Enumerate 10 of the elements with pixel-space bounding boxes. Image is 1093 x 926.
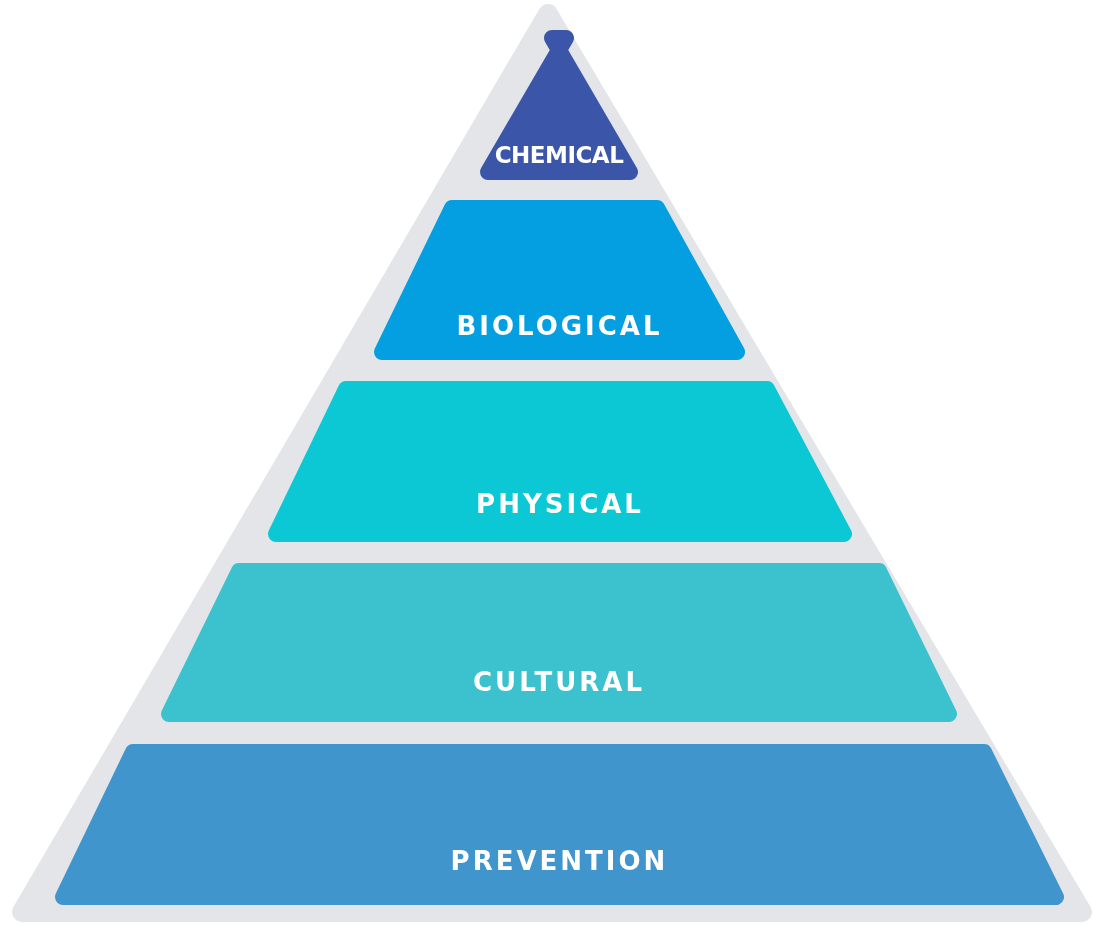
tier-label: BIOLOGICAL	[456, 310, 663, 343]
pyramid-tier	[480, 30, 638, 180]
pyramid-tier	[374, 200, 745, 360]
tier-label: CHEMICAL	[494, 140, 624, 170]
pyramid-tier	[268, 381, 852, 542]
pyramid-tier	[55, 744, 1064, 905]
tier-label: PHYSICAL	[476, 488, 644, 521]
pyramid-tier	[161, 563, 957, 722]
tier-label: PREVENTION	[450, 845, 669, 878]
tier-label: CULTURAL	[473, 666, 645, 699]
